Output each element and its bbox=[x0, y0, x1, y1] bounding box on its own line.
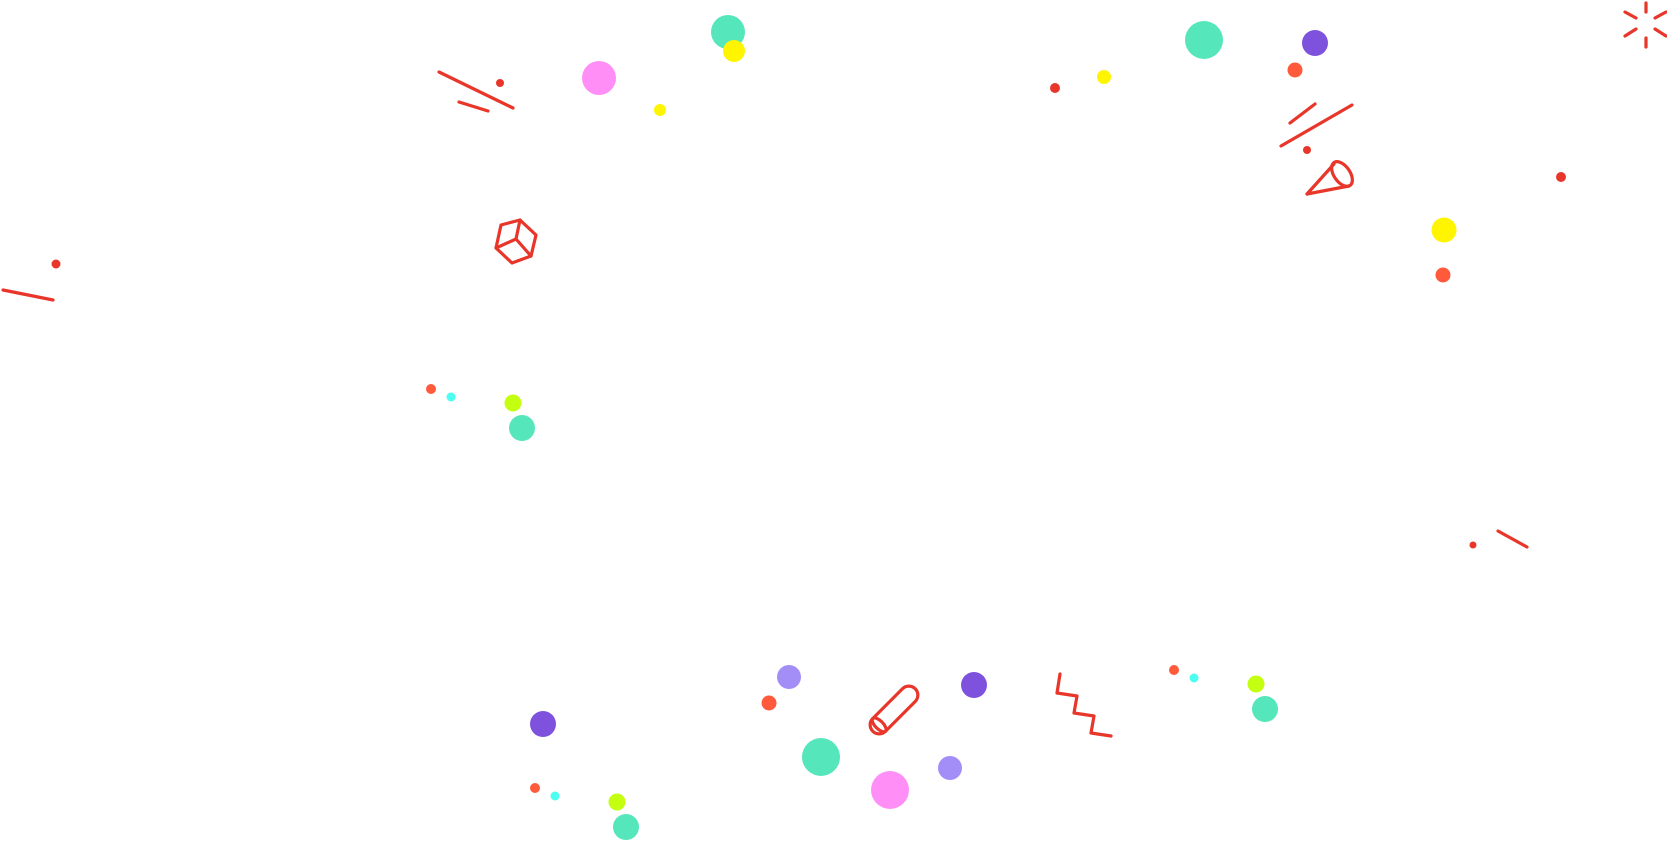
confetti-dot bbox=[496, 79, 504, 87]
slash-lines-icon bbox=[437, 70, 515, 113]
confetti-dot bbox=[1556, 172, 1566, 182]
confetti-dot bbox=[446, 392, 456, 402]
cube-icon bbox=[494, 218, 538, 265]
confetti-dot bbox=[504, 394, 522, 412]
slash-lines-icon bbox=[1279, 102, 1354, 148]
confetti-dot bbox=[1252, 696, 1278, 722]
confetti-dot bbox=[961, 672, 987, 698]
confetti-dot bbox=[761, 695, 777, 711]
confetti-dot bbox=[1302, 30, 1328, 56]
confetti-dot bbox=[1185, 21, 1223, 59]
slash-lines-icon bbox=[1496, 529, 1529, 549]
confetti-dot bbox=[51, 259, 61, 269]
confetti-dot bbox=[530, 783, 540, 793]
confetti-dot bbox=[582, 61, 616, 95]
confetti-dot bbox=[1469, 541, 1477, 549]
zigzag-icon bbox=[1055, 672, 1113, 738]
confetti-dot bbox=[654, 104, 666, 116]
confetti-dot bbox=[1431, 217, 1457, 243]
confetti-dot bbox=[1435, 267, 1451, 283]
sparkle-icon bbox=[1623, 1, 1667, 49]
confetti-dot bbox=[509, 415, 535, 441]
confetti-dot bbox=[550, 791, 560, 801]
confetti-dot bbox=[938, 756, 962, 780]
confetti-dot bbox=[1303, 146, 1311, 154]
confetti-dot bbox=[802, 738, 840, 776]
confetti-dot bbox=[530, 711, 556, 737]
confetti-glyphs bbox=[1, 1, 1667, 738]
confetti-dot bbox=[1247, 675, 1265, 693]
confetti-dot bbox=[426, 384, 436, 394]
confetti-dot bbox=[1050, 83, 1060, 93]
confetti-dot bbox=[613, 814, 639, 840]
confetti-dot bbox=[723, 40, 745, 62]
confetti-dot bbox=[1097, 70, 1111, 84]
confetti-dot bbox=[777, 665, 801, 689]
cylinder-icon bbox=[868, 684, 920, 736]
slash-lines-icon bbox=[1, 288, 55, 302]
cone-icon bbox=[1305, 160, 1354, 196]
confetti-dot bbox=[608, 793, 626, 811]
confetti-dot bbox=[1189, 673, 1199, 683]
confetti-dots bbox=[51, 15, 1566, 840]
confetti-dot bbox=[871, 771, 909, 809]
confetti-dot bbox=[1169, 665, 1179, 675]
confetti-dot bbox=[1287, 62, 1303, 78]
